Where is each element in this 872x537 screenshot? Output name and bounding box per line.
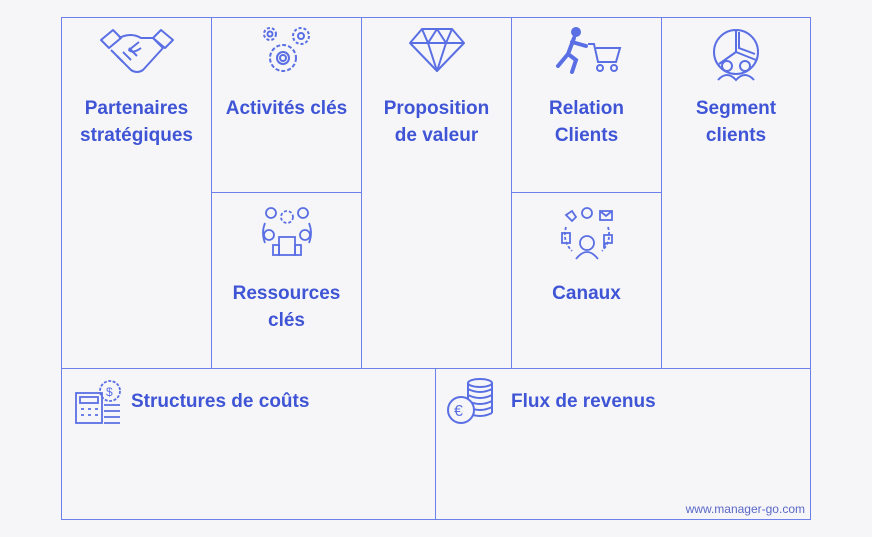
resources-icon xyxy=(259,203,315,259)
customer-segments-block: Segment clients xyxy=(661,17,811,369)
value-proposition-block: Proposition de valeur xyxy=(361,17,512,369)
activities-title: Activités clés xyxy=(225,98,348,119)
gears-icon xyxy=(259,24,315,76)
relations-title-line2: Clients xyxy=(554,125,619,146)
revenue-title: Flux de revenus xyxy=(511,391,656,412)
pie-chart-people-icon xyxy=(709,28,763,82)
relations-title-line1: Relation xyxy=(549,98,624,119)
svg-text:$: $ xyxy=(106,385,113,399)
resources-title-line1: Ressources xyxy=(232,283,341,304)
customer-relations-block: Relation Clients xyxy=(511,17,662,194)
shopping-cart-runner-icon xyxy=(552,26,622,76)
activities-block: Activités clés xyxy=(211,17,362,194)
costs-title: Structures de coûts xyxy=(131,391,310,412)
cost-structure-block: $ Structures de coûts xyxy=(61,368,436,520)
diamond-icon xyxy=(408,27,466,73)
resources-title-line2: clés xyxy=(268,310,305,331)
euro-coins-icon: € xyxy=(446,377,496,432)
channels-block: Canaux xyxy=(511,192,662,369)
value-title-line2: de valeur xyxy=(394,125,479,146)
partners-title-line1: Partenaires xyxy=(84,98,189,119)
partners-block: Partenaires stratégiques xyxy=(61,17,212,369)
calculator-coin-icon: $ xyxy=(74,379,122,430)
channels-title: Canaux xyxy=(552,283,621,304)
value-title-line1: Proposition xyxy=(383,98,490,119)
segments-title-line2: clients xyxy=(705,125,767,146)
segments-title-line1: Segment xyxy=(695,98,777,119)
resources-block: Ressources clés xyxy=(211,192,362,369)
website-link[interactable]: www.manager-go.com xyxy=(685,502,805,516)
svg-text:€: € xyxy=(454,403,463,420)
handshake-icon xyxy=(97,26,177,78)
revenue-streams-block: € Flux de revenus www.manager-go.com xyxy=(435,368,811,520)
partners-title-line2: stratégiques xyxy=(80,125,193,146)
communication-channels-icon xyxy=(558,205,616,261)
